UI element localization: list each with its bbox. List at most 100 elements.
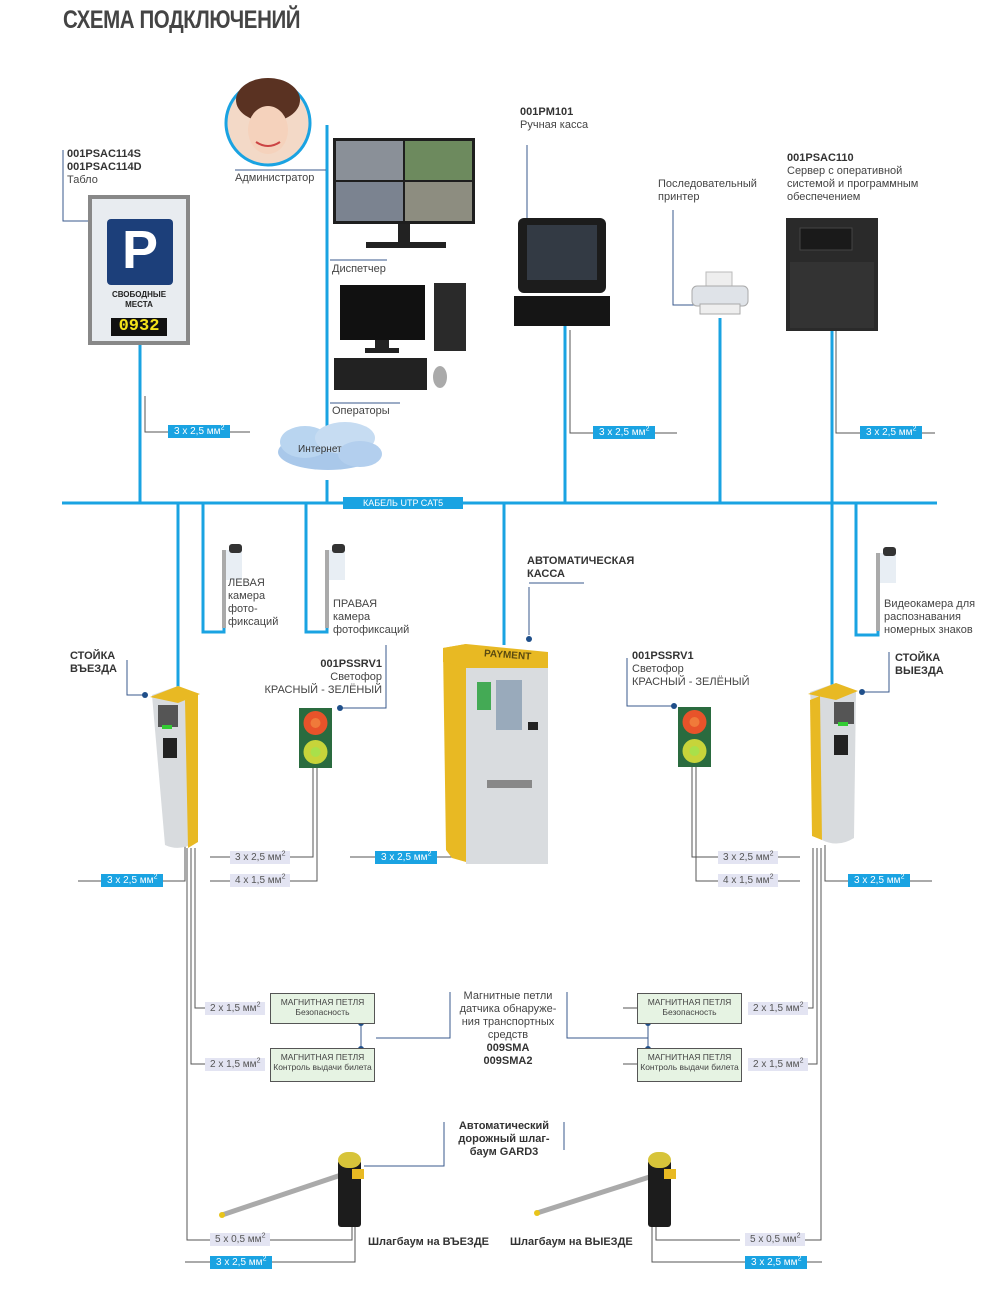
printer-image bbox=[691, 271, 749, 315]
traffic-light-left-image bbox=[299, 708, 332, 768]
loop-title: МАГНИТНАЯ ПЕТЛЯ bbox=[280, 997, 365, 1007]
cable-tag-barrier-entry-5x05: 5 х 0,5 мм2 bbox=[210, 1233, 271, 1246]
tablo-sign-image bbox=[88, 195, 190, 345]
right-camera-label-1: ПРАВАЯ bbox=[333, 598, 378, 610]
cable-tag-tablo: 3 х 2,5 мм2 bbox=[168, 425, 231, 438]
loops-caption: Магнитные петли датчика обнаруже- ния тр… bbox=[447, 990, 569, 1068]
manual-cash-name: Ручная касса bbox=[520, 119, 589, 131]
entry-stand-label: СТОЙКА ВЪЕЗДА bbox=[70, 650, 117, 676]
free-spaces-counter: 0932 bbox=[118, 317, 160, 336]
tablo-sign-text-2: МЕСТА bbox=[125, 300, 153, 309]
server-code: 001PSAC110 bbox=[787, 152, 854, 164]
dispatcher-monitor-image bbox=[333, 138, 475, 248]
cable-tag-entry-stand: 3 х 2,5 мм2 bbox=[101, 874, 164, 887]
operators-label: Операторы bbox=[332, 405, 390, 417]
cable-tag-exit-stand: 3 х 2,5 мм2 bbox=[848, 874, 911, 887]
loops-code-1: 009SMA bbox=[486, 1042, 530, 1054]
right-camera-label-2: камера bbox=[333, 611, 371, 623]
loop-subtitle: Контроль выдачи билета bbox=[640, 1062, 739, 1072]
server-label: 001PSAC110 Сервер с оперативной системой… bbox=[787, 152, 918, 204]
right-camera-label: ПРАВАЯ камера фотофиксаций bbox=[333, 598, 409, 637]
magnetic-loop-entry-ticket: МАГНИТНАЯ ПЕТЛЯ Контроль выдачи билета bbox=[270, 1048, 375, 1082]
traffic-light-right-desc-2: КРАСНЫЙ - ЗЕЛЁНЫЙ bbox=[632, 676, 750, 688]
admin-avatar bbox=[224, 78, 312, 167]
entry-stand-label-2: ВЪЕЗДА bbox=[70, 663, 117, 675]
tablo-label: 001PSAC114S 001PSAC114D Табло bbox=[67, 148, 142, 187]
cable-tag-right-light-4x15: 4 х 1,5 мм2 bbox=[718, 874, 779, 887]
auto-cash-label-2: КАССА bbox=[527, 568, 565, 580]
exit-stand-label: СТОЙКА ВЫЕЗДА bbox=[895, 652, 944, 678]
barrier-caption-1: Автоматический bbox=[458, 1120, 550, 1132]
magnetic-loop-exit-ticket: МАГНИТНАЯ ПЕТЛЯ Контроль выдачи билета bbox=[637, 1048, 742, 1082]
magnetic-loop-entry-safety: МАГНИТНАЯ ПЕТЛЯ Безопасность bbox=[270, 993, 375, 1024]
printer-label: Последовательный принтер bbox=[658, 178, 757, 204]
server-desc-3: обеспечением bbox=[787, 191, 861, 203]
barrier-entry-image bbox=[219, 1152, 364, 1227]
tablo-name: Табло bbox=[67, 174, 98, 186]
printer-label-1: Последовательный bbox=[658, 178, 757, 190]
cable-tag-loop-2: 2 х 1,5 мм2 bbox=[205, 1058, 266, 1071]
loop-title: МАГНИТНАЯ ПЕТЛЯ bbox=[280, 1052, 365, 1062]
traffic-light-left-desc-2: КРАСНЫЙ - ЗЕЛЁНЫЙ bbox=[264, 684, 382, 696]
server-desc-1: Сервер с оперативной bbox=[787, 165, 903, 177]
cable-tag-loop-1: 2 х 1,5 мм2 bbox=[205, 1002, 266, 1015]
internet-label: Интернет bbox=[298, 444, 342, 455]
loops-code-2: 009SMA2 bbox=[483, 1055, 533, 1067]
barrier-caption: Автоматический дорожный шлаг- баум GARD3 bbox=[447, 1120, 561, 1159]
loop-title: МАГНИТНАЯ ПЕТЛЯ bbox=[647, 997, 732, 1007]
plate-camera-label-2: распознавания bbox=[884, 611, 961, 623]
barrier-exit-label: Шлагбаум на ВЫЕЗДЕ bbox=[510, 1236, 633, 1248]
auto-cash-kiosk-image bbox=[443, 644, 548, 864]
right-camera-image bbox=[325, 544, 345, 628]
exit-stand-image bbox=[808, 683, 858, 844]
loops-caption-3: ния транспортных bbox=[461, 1016, 555, 1028]
bus-to-plate-camera bbox=[854, 503, 880, 637]
operators-pc-image bbox=[334, 283, 466, 390]
cable-tag-loop-4: 2 х 1,5 мм2 bbox=[748, 1058, 809, 1071]
plate-camera-image bbox=[876, 547, 896, 631]
exit-stand-label-2: ВЫЕЗДА bbox=[895, 665, 944, 677]
cable-tag-server: 3 х 2,5 мм2 bbox=[860, 426, 923, 439]
loop-subtitle: Контроль выдачи билета bbox=[273, 1062, 372, 1072]
loop-subtitle: Безопасность bbox=[662, 1007, 717, 1017]
auto-cash-label: АВТОМАТИЧЕСКАЯ КАССА bbox=[527, 555, 634, 581]
manual-cash-label: 001PM101 Ручная касса bbox=[520, 106, 588, 132]
loop-subtitle: Безопасность bbox=[295, 1007, 350, 1017]
entry-stand-label-1: СТОЙКА bbox=[70, 650, 116, 662]
traffic-light-right-label: 001PSSRV1 Светофор КРАСНЫЙ - ЗЕЛЁНЫЙ bbox=[632, 650, 750, 689]
loops-caption-2: датчика обнаруже- bbox=[459, 1003, 557, 1015]
left-camera-label-3: фото- bbox=[228, 603, 258, 615]
magnetic-loop-exit-safety: МАГНИТНАЯ ПЕТЛЯ Безопасность bbox=[637, 993, 742, 1024]
cable-tag-left-light-3x25: 3 х 2,5 мм2 bbox=[230, 851, 291, 864]
loop-title: МАГНИТНАЯ ПЕТЛЯ bbox=[647, 1052, 732, 1062]
traffic-light-right-image bbox=[678, 707, 711, 767]
left-camera-label-1: ЛЕВАЯ bbox=[228, 577, 265, 589]
cable-tag-auto-cash: 3 х 2,5 мм2 bbox=[375, 851, 438, 864]
bus-to-right-camera bbox=[304, 503, 329, 634]
bus-to-left-camera bbox=[201, 503, 226, 634]
traffic-light-right-code: 001PSSRV1 bbox=[632, 650, 694, 662]
cable-tag-barrier-exit-5x05: 5 х 0,5 мм2 bbox=[745, 1233, 806, 1246]
barrier-caption-2: дорожный шлаг- bbox=[458, 1133, 550, 1145]
tablo-code-2: 001PSAC114D bbox=[67, 161, 142, 173]
exit-stand-label-1: СТОЙКА bbox=[895, 652, 941, 664]
left-camera-label-4: фиксаций bbox=[228, 616, 279, 628]
loops-caption-4: средств bbox=[487, 1029, 529, 1041]
cable-tag-manual-cash: 3 х 2,5 мм2 bbox=[593, 426, 656, 439]
page-title: СХЕМА ПОДКЛЮЧЕНИЙ bbox=[63, 6, 301, 34]
plate-camera-label-1: Видеокамера для bbox=[884, 598, 976, 610]
traffic-light-left-label: 001PSSRV1 Светофор КРАСНЫЙ - ЗЕЛЁНЫЙ bbox=[240, 658, 382, 697]
traffic-light-right-desc-1: Светофор bbox=[632, 663, 684, 675]
left-camera-label-2: камера bbox=[228, 590, 266, 602]
traffic-light-left-desc-1: Светофор bbox=[330, 671, 382, 683]
manual-cash-image bbox=[514, 218, 610, 326]
barrier-entry-label: Шлагбаум на ВЪЕЗДЕ bbox=[368, 1236, 489, 1248]
left-camera-image bbox=[222, 544, 242, 628]
cable-tag-loop-3: 2 х 1,5 мм2 bbox=[748, 1002, 809, 1015]
barrier-caption-3: баум GARD3 bbox=[469, 1146, 539, 1158]
cable-tag-right-light-3x25: 3 х 2,5 мм2 bbox=[718, 851, 779, 864]
internet-cloud bbox=[278, 422, 382, 470]
dispatcher-label: Диспетчер bbox=[332, 263, 386, 275]
server-image bbox=[786, 218, 878, 331]
